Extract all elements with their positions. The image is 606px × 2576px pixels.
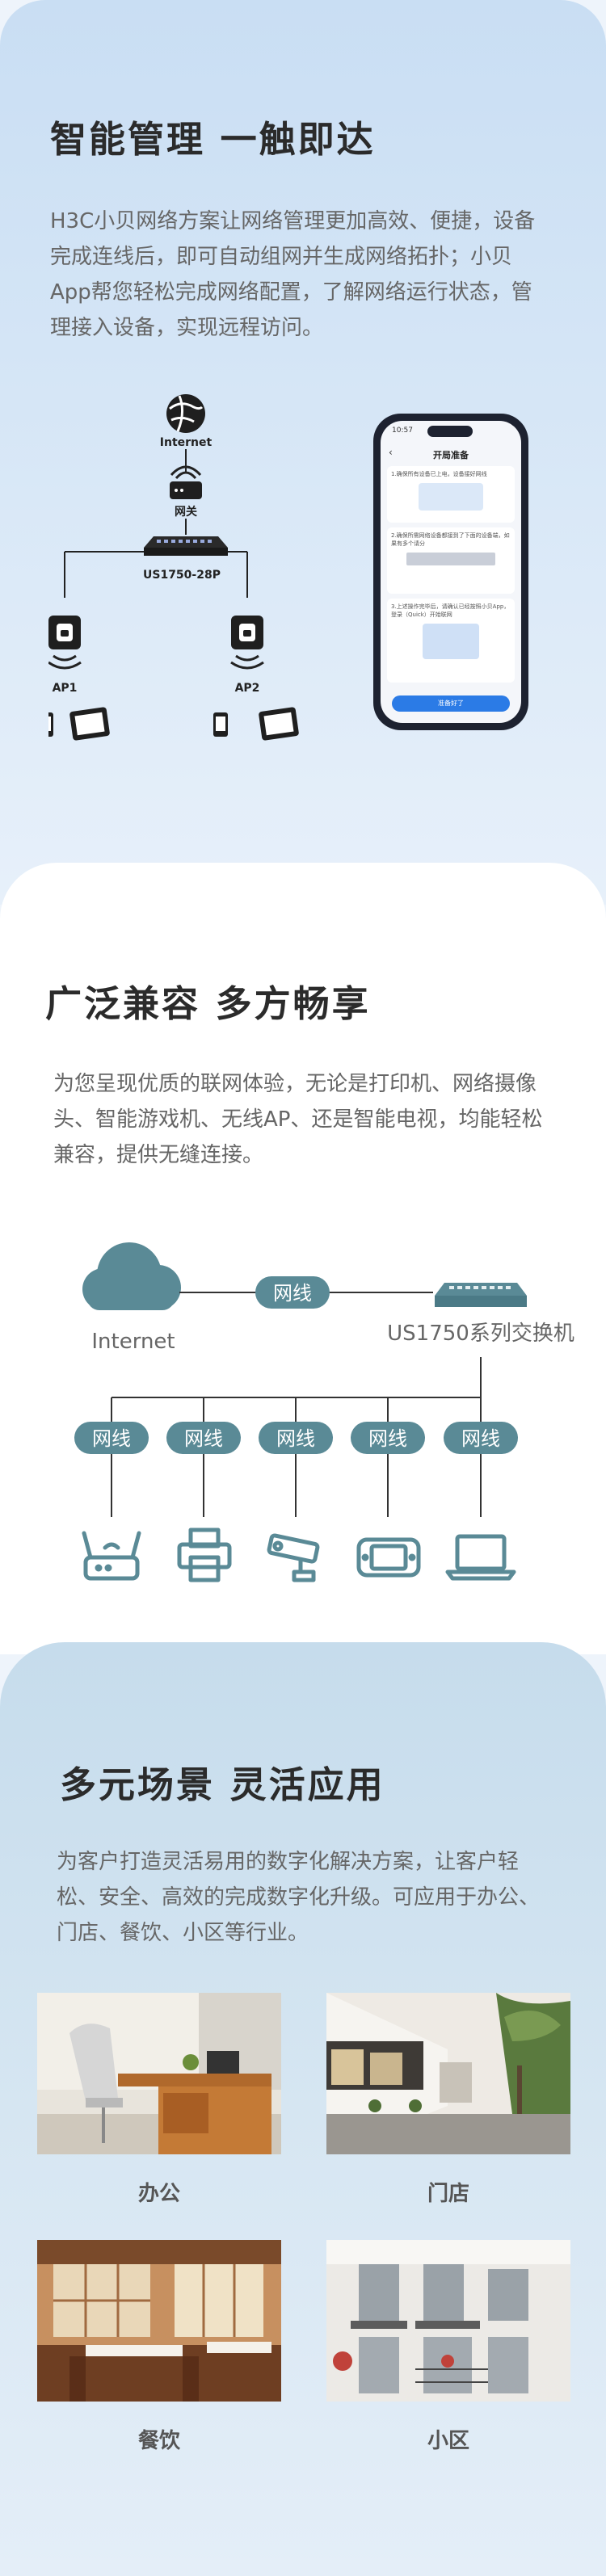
setup-step-card: 2.确保所需网络设备都接到了下面的设备端，如果有多个请分	[387, 527, 515, 594]
section-title: 多元场景 灵活应用	[60, 1763, 385, 1806]
network-topology-diagram: Internet 网关 US1750-28P	[48, 394, 299, 741]
scene-label-office: 办公	[137, 2182, 180, 2206]
setup-step-card: 1.确保所有设备已上电，设备接好网线	[387, 466, 515, 523]
scene-label-store: 门店	[427, 2182, 469, 2206]
switch-icon	[435, 1283, 527, 1307]
setup-step-text: 1.确保所有设备已上电，设备接好网线	[391, 471, 487, 477]
internet-label: Internet	[160, 436, 213, 449]
phone-client-icon	[48, 712, 53, 737]
restaurant-photo	[37, 2240, 281, 2402]
ap1-icon	[48, 616, 82, 670]
branch-cable-label: 网线	[184, 1427, 223, 1450]
phone-time: 10:57	[392, 427, 413, 435]
ap2-label: AP2	[235, 682, 260, 695]
office-photo	[37, 1993, 281, 2154]
phone-screen-title: 开局准备	[433, 450, 469, 460]
branch-cable-pill: 网线	[74, 1422, 149, 1454]
app-phone-mockup: 10:57 ‹ 开局准备 1.确保所有设备已上电，设备接好网线 2.确保所需网络…	[373, 414, 528, 730]
branch-cable-label: 网线	[276, 1427, 315, 1450]
switch-icon	[144, 536, 228, 556]
branch-cable-label: 网线	[368, 1427, 407, 1450]
branch-cable-pill: 网线	[351, 1422, 425, 1454]
compatibility-diagram: Internet 网线 US1750系列交换机 网线 网线 网线 网线 网线	[74, 1242, 574, 1582]
gateway-label: 网关	[175, 505, 197, 519]
scene-label-residential: 小区	[427, 2429, 469, 2453]
switch-label: US1750系列交换机	[387, 1322, 574, 1346]
branch-cable-pill: 网线	[444, 1422, 518, 1454]
section-description: 为客户打造灵活易用的数字化解决方案，让客户轻松、安全、高效的完成数字化升级。可应…	[57, 1850, 541, 1945]
residential-photo	[326, 2240, 570, 2402]
internet-label: Internet	[91, 1330, 175, 1354]
tablet-client-icon	[69, 707, 110, 741]
switch-illustration	[406, 553, 495, 565]
branch-cable-pill: 网线	[166, 1422, 241, 1454]
setup-step-text: 2.确保所需网络设备都接到了下面的设备端，如果有多个请分	[391, 532, 510, 547]
section-smart-management: 智能管理 一触即达 H3C小贝网络方案让网络管理更加高效、便捷，设备完成连线后，…	[0, 0, 606, 905]
scene-label-restaurant: 餐饮	[137, 2429, 180, 2453]
branch-cable-label: 网线	[461, 1427, 500, 1450]
camera-icon	[267, 1533, 320, 1582]
gateway-icon	[170, 465, 202, 499]
branch-cable-label: 网线	[92, 1427, 131, 1450]
back-icon[interactable]: ‹	[389, 447, 393, 458]
printer-icon	[177, 1528, 232, 1582]
phone-client-icon	[213, 712, 228, 737]
ap1-label: AP1	[53, 682, 78, 695]
cable-label: 网线	[273, 1282, 312, 1305]
router-icon	[82, 1531, 141, 1581]
ready-button[interactable]: 准备好了	[392, 695, 510, 712]
tablet-client-icon	[259, 707, 299, 741]
section-compatibility: 广泛兼容 多方畅享 为您呈现优质的联网体验，无论是打印机、网络摄像头、智能游戏机…	[0, 863, 606, 1654]
branch-cable-pill: 网线	[259, 1422, 333, 1454]
device-illustration	[419, 483, 483, 511]
section-scenarios: 多元场景 灵活应用 为客户打造灵活易用的数字化解决方案，让客户轻松、安全、高效的…	[0, 1642, 606, 2576]
setup-step-text: 3.上述操作完毕后，请确认已经按照小贝App，登录（Quick）开始联网	[391, 603, 510, 618]
laptop-icon	[445, 1534, 516, 1581]
cable-pill	[255, 1276, 330, 1309]
phone-notch	[427, 426, 473, 437]
game-console-icon	[356, 1537, 421, 1578]
ap2-icon	[230, 616, 264, 670]
section-description: H3C小贝网络方案让网络管理更加高效、便捷，设备完成连线后，即可自动组网并生成网…	[50, 209, 536, 340]
store-photo	[326, 1993, 570, 2154]
app-illustration	[423, 624, 479, 659]
phone-screen: 10:57 ‹ 开局准备 1.确保所有设备已上电，设备接好网线 2.确保所需网络…	[381, 421, 521, 723]
section-title: 智能管理 一触即达	[50, 118, 376, 161]
switch-label: US1750-28P	[143, 569, 221, 582]
internet-globe-icon	[166, 394, 205, 433]
cloud-icon	[82, 1242, 181, 1310]
section-title: 广泛兼容 多方畅享	[45, 982, 371, 1025]
section-description: 为您呈现优质的联网体验，无论是打印机、网络摄像头、智能游戏机、无线AP、还是智能…	[53, 1072, 543, 1167]
setup-step-card: 3.上述操作完毕后，请确认已经按照小贝App，登录（Quick）开始联网	[387, 599, 515, 683]
